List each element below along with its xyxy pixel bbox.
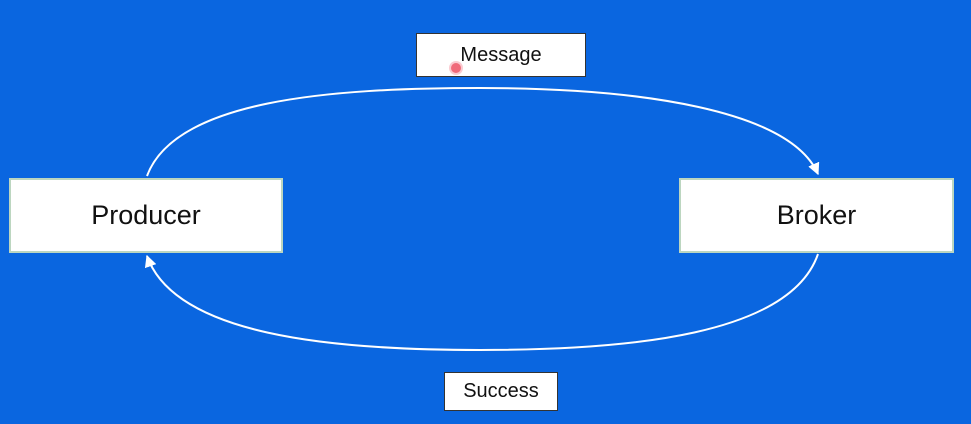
producer-node: Producer — [9, 178, 283, 253]
success-tag: Success — [444, 372, 558, 411]
pointer-cursor-icon — [451, 63, 461, 73]
message-arrow — [146, 86, 820, 177]
message-label: Message — [460, 43, 542, 66]
broker-label: Broker — [776, 200, 857, 230]
message-tag: Message — [416, 33, 586, 77]
broker-node: Broker — [679, 178, 954, 253]
producer-label: Producer — [91, 200, 201, 230]
success-label: Success — [463, 380, 539, 402]
success-arrow — [144, 253, 819, 352]
